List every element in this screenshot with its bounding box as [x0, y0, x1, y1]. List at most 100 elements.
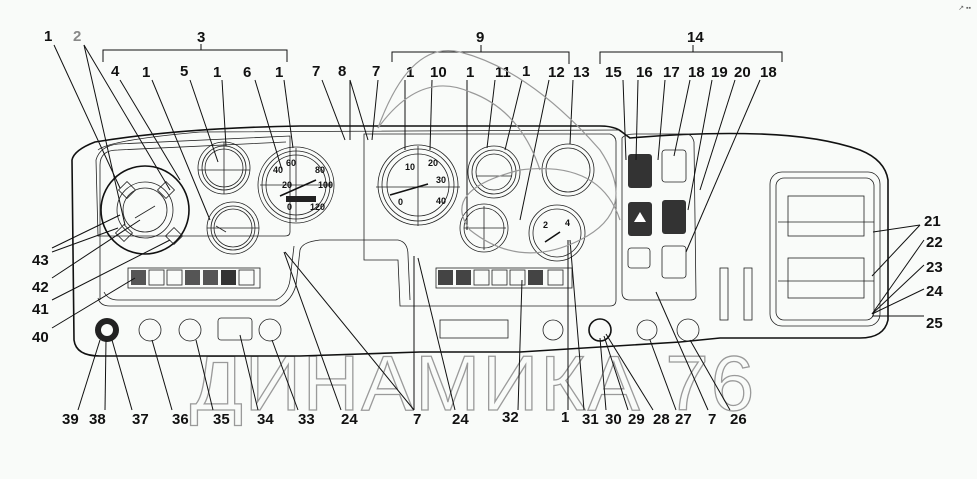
callout-label: 36: [172, 411, 189, 428]
callout-label: 1: [142, 64, 150, 81]
callout-label: 80: [315, 165, 325, 175]
callout-label: 43: [32, 252, 49, 269]
knob[interactable]: [178, 318, 202, 342]
knob[interactable]: [588, 318, 612, 342]
group-bracket-center: 9: [391, 29, 570, 64]
temperature-gauge: [197, 141, 251, 195]
leader-line: [271, 339, 299, 411]
leader-line: [119, 79, 181, 181]
leader-line: [283, 79, 294, 149]
switch-button[interactable]: [547, 269, 564, 286]
group-label-right: 14: [687, 29, 704, 46]
callout-label: 1: [275, 64, 283, 81]
rocker-switch[interactable]: [662, 200, 686, 234]
leader-line: [569, 79, 574, 145]
switch-button[interactable]: [238, 269, 255, 286]
switch-button[interactable]: [473, 269, 490, 286]
callout-label: 23: [926, 259, 943, 276]
leader-line: [284, 251, 415, 411]
leader-line: [599, 337, 607, 411]
switch-button[interactable]: [221, 270, 236, 285]
callout-label: 60: [286, 158, 296, 168]
leader-line: [517, 279, 523, 411]
drawing-stroke: [71, 125, 889, 357]
switch-button[interactable]: [185, 270, 200, 285]
drawing-stroke: [471, 149, 517, 195]
lever[interactable]: [743, 267, 753, 321]
callout-label: 19: [711, 64, 728, 81]
callout-label: 37: [132, 411, 149, 428]
switch-slot: [661, 149, 687, 183]
drawing-stroke: [775, 177, 875, 321]
leader-line: [104, 339, 107, 411]
indicator-lamp-icon: [117, 180, 137, 200]
drawing-stroke: [97, 129, 621, 151]
leader-line: [685, 79, 761, 253]
knob[interactable]: [676, 318, 700, 342]
leader-line: [649, 339, 677, 411]
leader-line: [544, 231, 561, 243]
drawing-stroke: [459, 203, 509, 253]
leader-line: [655, 291, 709, 411]
drawing-stroke: [100, 165, 190, 255]
callout-label: 40: [32, 329, 49, 346]
lever[interactable]: [719, 267, 729, 321]
callout-label: 17: [663, 64, 680, 81]
switch-button[interactable]: [509, 269, 526, 286]
switch-button[interactable]: [438, 270, 453, 285]
drawing-stroke: [599, 51, 783, 64]
left-switch-row: [127, 267, 261, 289]
callout-label: 120: [310, 202, 325, 212]
switch-button[interactable]: [131, 270, 146, 285]
leader-line: [254, 79, 283, 171]
leader-line: [283, 251, 342, 411]
switch-button[interactable]: [148, 269, 165, 286]
switch-button[interactable]: [456, 270, 471, 285]
drawing-stroke: [528, 204, 586, 262]
bottom-callouts: 39 38 37 36 35 34 33 24 7 24 32 1 31 30 …: [62, 409, 747, 428]
leader-line: [349, 79, 369, 141]
callout-label: 41: [32, 301, 49, 318]
switch-button[interactable]: [203, 270, 218, 285]
callout-label: 31: [582, 411, 599, 428]
leader-line: [872, 224, 921, 233]
leader-line: [486, 79, 496, 149]
drawing-stroke: [116, 181, 174, 239]
switch-button[interactable]: [491, 269, 508, 286]
switch-button[interactable]: [528, 270, 543, 285]
knob[interactable]: [138, 318, 162, 342]
leader-line: [371, 79, 379, 141]
drawing-stroke: [769, 171, 881, 327]
leader-lines: [51, 44, 925, 411]
leader-line: [699, 79, 736, 191]
warning-switch[interactable]: [636, 319, 658, 341]
label-plate: [439, 319, 509, 339]
leader-line: [239, 334, 259, 411]
drawing-stroke: [545, 147, 591, 193]
knob[interactable]: [542, 319, 564, 341]
top-callouts: 1 2 4 1 5 1 6 1 7 8 7 1 10 1 11 1 12 13 …: [44, 28, 777, 81]
callout-label: 25: [926, 315, 943, 332]
callout-label: 18: [688, 64, 705, 81]
leader-line: [519, 79, 550, 221]
switch-slot: [661, 245, 687, 279]
group-label-center: 9: [476, 29, 484, 46]
blank-gauge-slot: [541, 143, 595, 197]
combo-gauge: [100, 165, 190, 255]
callout-label: 24: [926, 283, 943, 300]
watermark-swirl: [377, 50, 621, 254]
switch-button[interactable]: [166, 269, 183, 286]
drawing-stroke: [363, 133, 617, 307]
group-bracket-left: 3: [102, 29, 288, 62]
leader-line: [83, 44, 126, 226]
leader-line: [77, 339, 101, 411]
horn-switch[interactable]: [627, 247, 651, 269]
callout-label: 40: [436, 196, 446, 206]
toggle-switch[interactable]: [217, 317, 253, 341]
leader-line: [134, 205, 156, 219]
callout-label: 42: [32, 279, 49, 296]
rocker-switch[interactable]: [628, 154, 652, 188]
leader-line: [504, 79, 523, 151]
knob[interactable]: [258, 318, 282, 342]
callout-label: 1: [466, 64, 474, 81]
